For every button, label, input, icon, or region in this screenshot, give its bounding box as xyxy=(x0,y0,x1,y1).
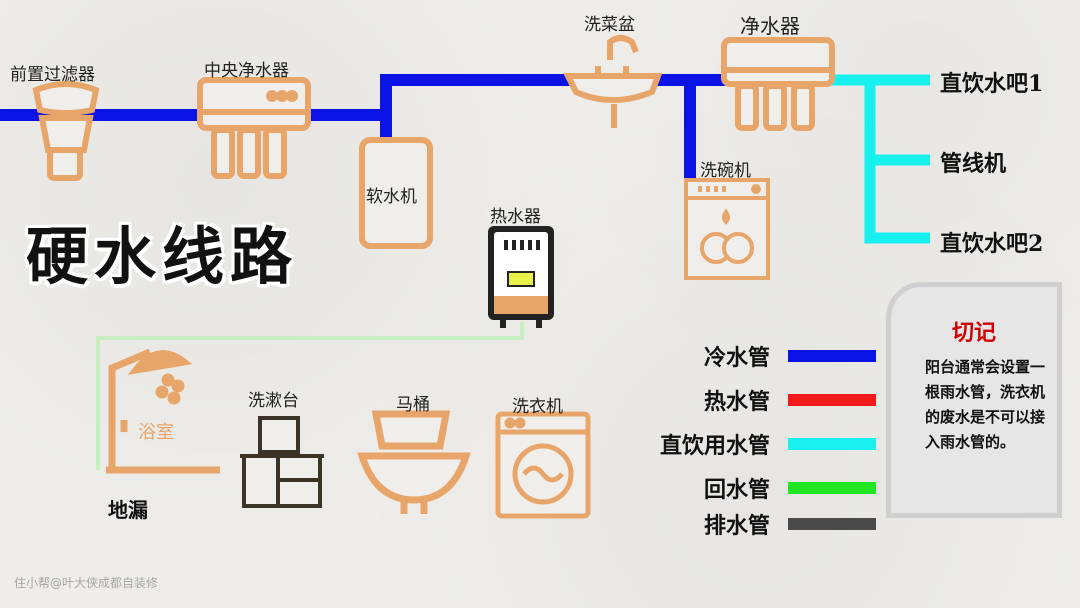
output-label-2: 管线机 xyxy=(940,151,1007,177)
direct-drinking-pipe xyxy=(828,74,930,244)
legend-label: 直饮用水管 xyxy=(659,433,770,459)
dishwasher-label: 洗碗机 xyxy=(700,161,751,181)
watermark: 住小帮@叶大侠成都自装修 xyxy=(14,576,159,590)
dishwasher-icon xyxy=(684,178,770,280)
return-pipe xyxy=(96,322,524,470)
page-title: 硬水线路 xyxy=(26,220,299,293)
legend-item-hot: 热水管 xyxy=(620,384,880,415)
output-label-1: 直饮水吧1 xyxy=(940,71,1044,97)
purifier-label: 净水器 xyxy=(740,14,800,38)
note-title: 切记 xyxy=(951,320,996,346)
prefilter-icon xyxy=(32,81,100,181)
legend-label: 回水管 xyxy=(703,477,770,503)
legend-swatch-drain xyxy=(788,518,876,530)
purifier-icon xyxy=(721,37,835,131)
note-box: 切记 阳台通常会设置一根雨水管，洗衣机的废水是不可以接入雨水管的。 xyxy=(886,282,1062,518)
legend-swatch-return xyxy=(788,482,876,494)
water-heater-label: 热水器 xyxy=(490,207,541,227)
legend-item-return: 回水管 xyxy=(620,472,880,503)
legend-label: 冷水管 xyxy=(703,345,770,371)
central-purifier-label: 中央净水器 xyxy=(204,61,289,81)
legend-swatch-direct xyxy=(788,438,876,450)
note-text: 阳台通常会设置一根雨水管，洗衣机的废水是不可以接入雨水管的。 xyxy=(925,358,1046,451)
softener-label: 软水机 xyxy=(366,187,417,207)
toilet-label: 马桶 xyxy=(396,395,430,415)
shower-label: 浴室 xyxy=(138,422,174,443)
legend-swatch-hot xyxy=(788,394,876,406)
shower-icon xyxy=(106,348,220,474)
prefilter-label: 前置过滤器 xyxy=(10,65,95,85)
central-purifier-icon xyxy=(197,77,311,179)
washbasin-label: 洗漱台 xyxy=(248,391,299,411)
water-heater-icon xyxy=(488,226,554,328)
softener-icon xyxy=(359,137,433,249)
toilet-icon xyxy=(357,410,471,514)
legend-item-direct: 直饮用水管 xyxy=(620,428,880,459)
legend-item-cold: 冷水管 xyxy=(620,340,880,371)
legend-label: 热水管 xyxy=(703,389,770,415)
output-label-3: 直饮水吧2 xyxy=(940,231,1044,257)
washbasin-icon xyxy=(240,416,324,508)
floor-drain-label: 地漏 xyxy=(108,498,148,522)
legend-swatch-cold xyxy=(788,350,876,362)
sink-label: 洗菜盆 xyxy=(584,15,635,35)
washing-machine-label: 洗衣机 xyxy=(512,397,563,417)
legend-item-drain: 排水管 xyxy=(620,508,880,539)
sink-icon xyxy=(563,35,663,128)
legend-label: 排水管 xyxy=(703,513,770,539)
washing-machine-icon xyxy=(495,411,591,519)
